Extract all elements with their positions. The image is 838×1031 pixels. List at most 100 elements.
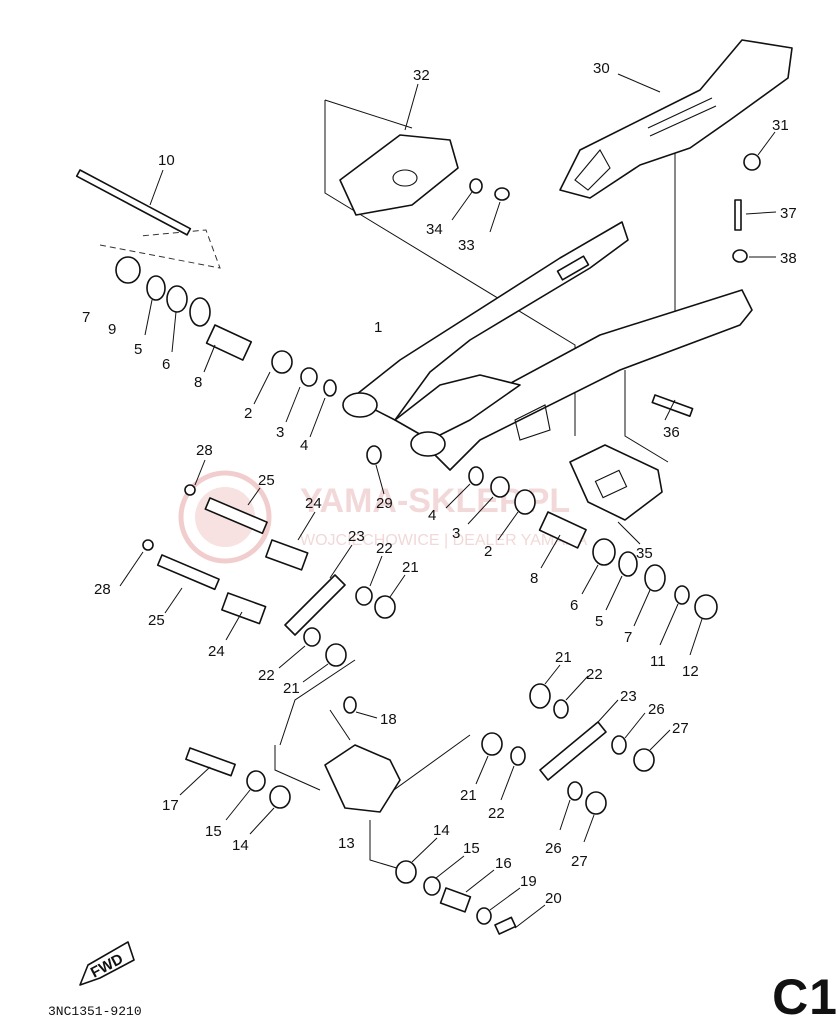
leader-4a [309,397,326,438]
callout-7a: 7 [82,309,90,326]
pivot-shaft-outline [99,229,221,269]
callout-8b: 8 [530,570,538,587]
swingarm-slot [556,255,590,281]
callout-26b: 26 [545,840,562,857]
washer-4b [468,466,484,486]
callout-23a: 23 [348,528,365,545]
leader-32 [404,83,419,131]
leader-15a [225,789,251,821]
leader-21b [302,663,329,683]
callout-22c: 22 [586,666,603,683]
leader-29 [375,464,385,495]
bolt-25-lower [156,554,220,591]
leader-25b [164,587,183,614]
leader-28b [119,551,144,587]
callout-30: 30 [593,60,610,77]
callout-1: 1 [374,319,382,336]
leader-21d [475,755,489,785]
callout-33: 33 [458,237,475,254]
callout-29: 29 [376,495,393,512]
leader-21a [389,574,406,598]
washer-5b [618,551,638,577]
bushing-3a [300,367,318,387]
leader-24b [225,611,243,641]
leader-23b [597,699,619,723]
leader-2a [253,371,271,405]
seal-6b [592,538,616,566]
callout-14b: 14 [433,822,450,839]
pivot-shaft-10 [75,169,192,236]
chain-protector [569,444,663,521]
callout-38: 38 [780,250,797,267]
leader-22c [565,675,589,701]
link-fitting-lead [329,709,351,741]
callout-22a: 22 [376,540,393,557]
callout-34: 34 [426,221,443,238]
callout-20: 20 [545,890,562,907]
leader-15b [435,855,465,879]
leader-28a [194,459,206,486]
leader-5a [144,299,153,336]
oil-seal-7b [644,564,666,592]
callout-22d: 22 [488,805,505,822]
connecting-rod-23b [539,721,607,781]
nut-27b [585,791,607,815]
fitting-28b [142,539,154,551]
bolt-31 [743,153,761,171]
callout-2a: 2 [244,405,252,422]
leader-19 [489,887,521,911]
callout-9: 9 [108,321,116,338]
leader-7b [633,589,651,627]
chain-case-body [559,39,793,199]
leader-36 [664,399,676,421]
leader-5b [605,575,623,611]
leader-33 [489,201,501,233]
leader-26a [624,712,646,739]
callout-24b: 24 [208,643,225,660]
callout-28b: 28 [94,581,111,598]
leader-24a [297,511,316,541]
callout-11: 11 [650,653,666,670]
callout-21b: 21 [283,680,300,697]
fwd-arrow-shape [79,941,135,986]
callout-18: 18 [380,711,397,728]
bolts [75,169,742,935]
leader-14b [411,837,438,863]
washer-22c [553,699,569,719]
chain-protector-window [594,469,628,499]
callout-6a: 6 [162,356,170,373]
callout-3b: 3 [452,525,460,542]
leader-25a [247,487,261,506]
washer-22b [303,627,321,647]
callout-6b: 6 [570,597,578,614]
bushing-14a [269,785,291,809]
leader-18 [355,711,378,719]
callout-24a: 24 [305,495,322,512]
link-group-outline-left [274,745,321,791]
chain-guide [339,134,459,216]
grease-nipple-18 [343,696,357,714]
swingarm-pivot-boss-right [410,431,446,457]
leader-20 [514,904,546,929]
leader-27b [583,814,595,843]
callout-19: 19 [520,873,537,890]
leader-27a [649,729,671,751]
callout-21c: 21 [555,649,572,666]
oil-seal-7a [189,297,211,327]
washer-15a [246,770,266,792]
callout-32: 32 [413,67,430,84]
callout-27b: 27 [571,853,588,870]
callout-25b: 25 [148,612,165,629]
leader-23a [329,544,353,579]
leader-30 [617,73,661,93]
leader-22b [278,645,306,669]
leader-8b [540,534,561,569]
leader-2b [497,511,519,541]
callout-14a: 14 [232,837,249,854]
chain-guide-body [339,134,459,216]
callout-15b: 15 [463,840,480,857]
link-group-outline-top [279,659,356,746]
washer-19 [476,907,492,925]
washer-5a [146,275,166,301]
leader-12 [689,618,703,656]
